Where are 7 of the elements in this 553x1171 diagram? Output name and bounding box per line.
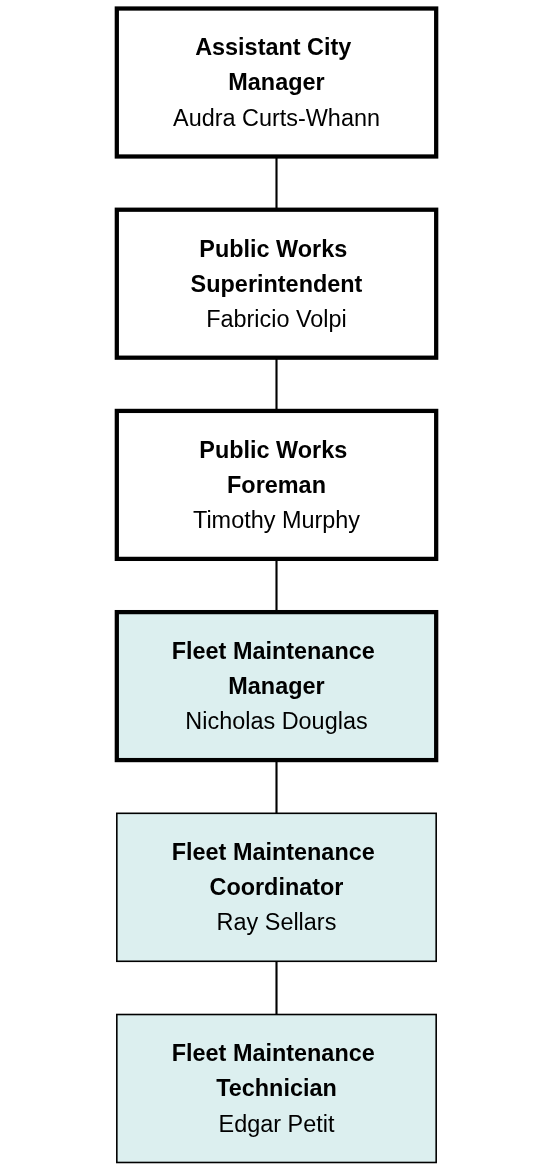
node-box: Fleet Maintenance Manager Nicholas Douglas xyxy=(114,610,439,763)
node-box: Fleet Maintenance Coordinator Ray Sellars xyxy=(116,812,437,963)
connector xyxy=(275,961,278,1015)
node-box: Assistant City Manager Audra Curts-Whann xyxy=(114,6,439,159)
node-box: Public Works Foreman Timothy Murphy xyxy=(114,408,439,561)
node-box: Public Works Superintendent Fabricio Volpi xyxy=(114,207,439,360)
node-box: Fleet Maintenance Technician Edgar Petit xyxy=(116,1013,437,1164)
